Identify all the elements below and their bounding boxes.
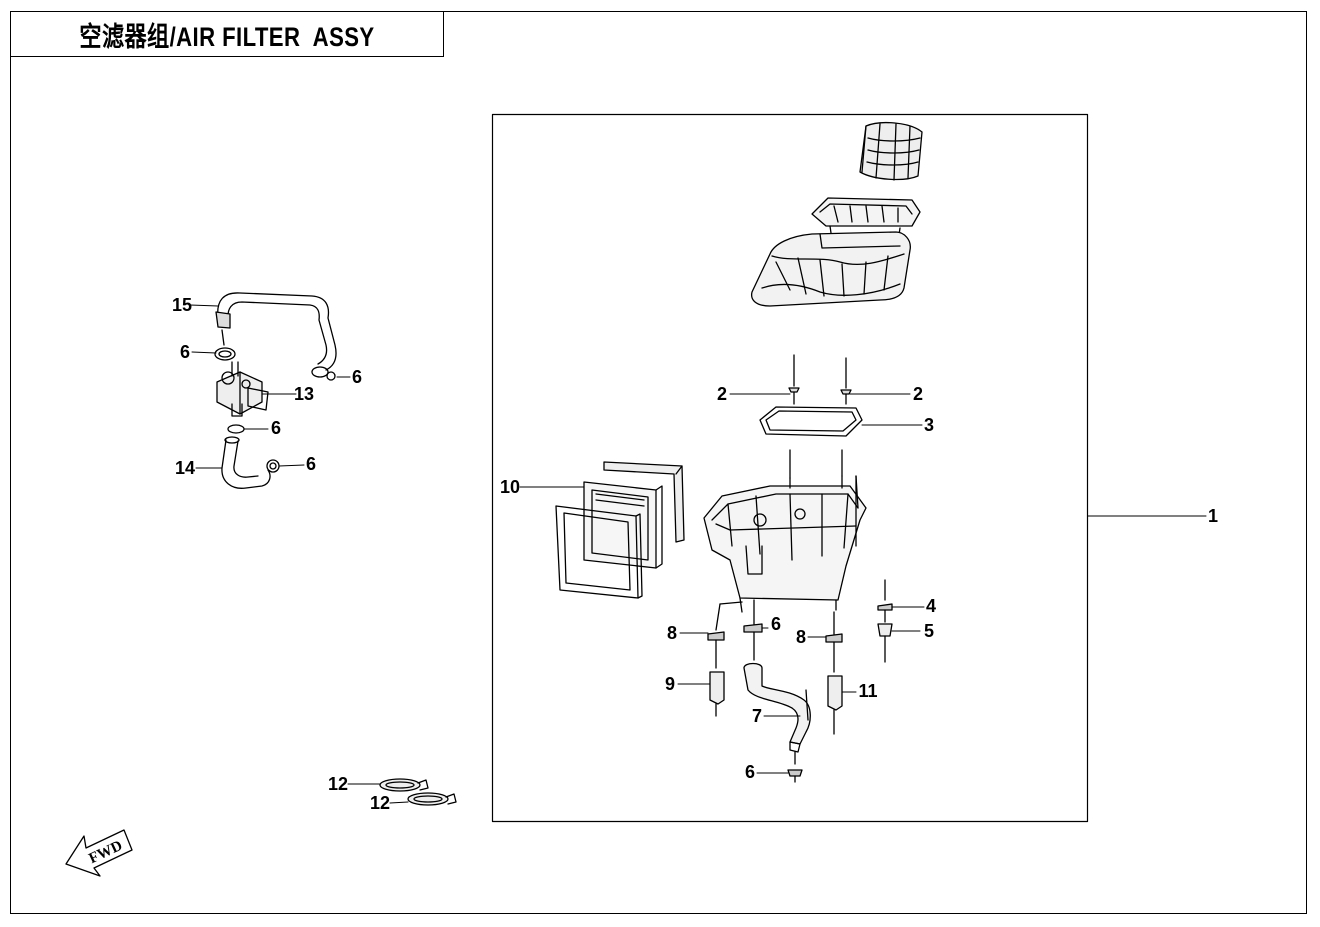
callout-13: 13	[294, 384, 314, 404]
intake-duct	[859, 121, 923, 181]
callout-12: 12	[370, 793, 390, 813]
callout-6: 6	[745, 762, 755, 782]
leader-lines	[189, 304, 1207, 804]
clamp-6-under-valve	[227, 424, 245, 434]
screws-2	[788, 354, 852, 405]
assembly-frame	[491, 113, 1089, 823]
callout-2: 2	[913, 384, 923, 404]
callout-6: 6	[352, 367, 362, 387]
gasket-3	[759, 406, 863, 437]
callout-labels: 15 6 6 13 6 14 6 2 2 3 10 1 4 5 8 6 8 9 …	[172, 295, 1218, 813]
callout-5: 5	[924, 621, 934, 641]
callout-10: 10	[500, 477, 520, 497]
lower-housing	[703, 449, 867, 613]
drain-plug-4-5	[877, 579, 893, 663]
clamp-6-right-hose	[311, 366, 336, 381]
valve-13	[216, 361, 269, 417]
clamps-12	[379, 778, 457, 806]
callout-8: 8	[667, 623, 677, 643]
callout-7: 7	[752, 706, 762, 726]
callout-6: 6	[180, 342, 190, 362]
clamp-6-hose-14-end	[266, 459, 280, 473]
breather-hose-15	[215, 292, 337, 371]
title-box: 空滤器组/AIR FILTER ASSY	[10, 11, 444, 57]
callout-6: 6	[271, 418, 281, 438]
callout-11: 11	[858, 681, 877, 701]
upper-housing	[750, 231, 911, 307]
callout-4: 4	[926, 596, 936, 616]
callout-1: 1	[1208, 506, 1218, 526]
callout-8: 8	[796, 627, 806, 647]
drain-assembly	[707, 599, 843, 783]
callout-6: 6	[306, 454, 316, 474]
callout-12: 12	[328, 774, 348, 794]
callout-15: 15	[172, 295, 192, 315]
hose-14	[221, 436, 271, 489]
filter-element-10	[555, 461, 685, 599]
callout-6: 6	[771, 614, 781, 634]
callout-2: 2	[717, 384, 727, 404]
clamp-6-upper-left	[214, 347, 236, 361]
fwd-arrow: FWD	[65, 829, 133, 877]
outer-frame	[10, 11, 1307, 914]
callout-3: 3	[924, 415, 934, 435]
page-title: 空滤器组/AIR FILTER ASSY	[79, 21, 375, 52]
callout-14: 14	[175, 458, 195, 478]
callout-9: 9	[665, 674, 675, 694]
